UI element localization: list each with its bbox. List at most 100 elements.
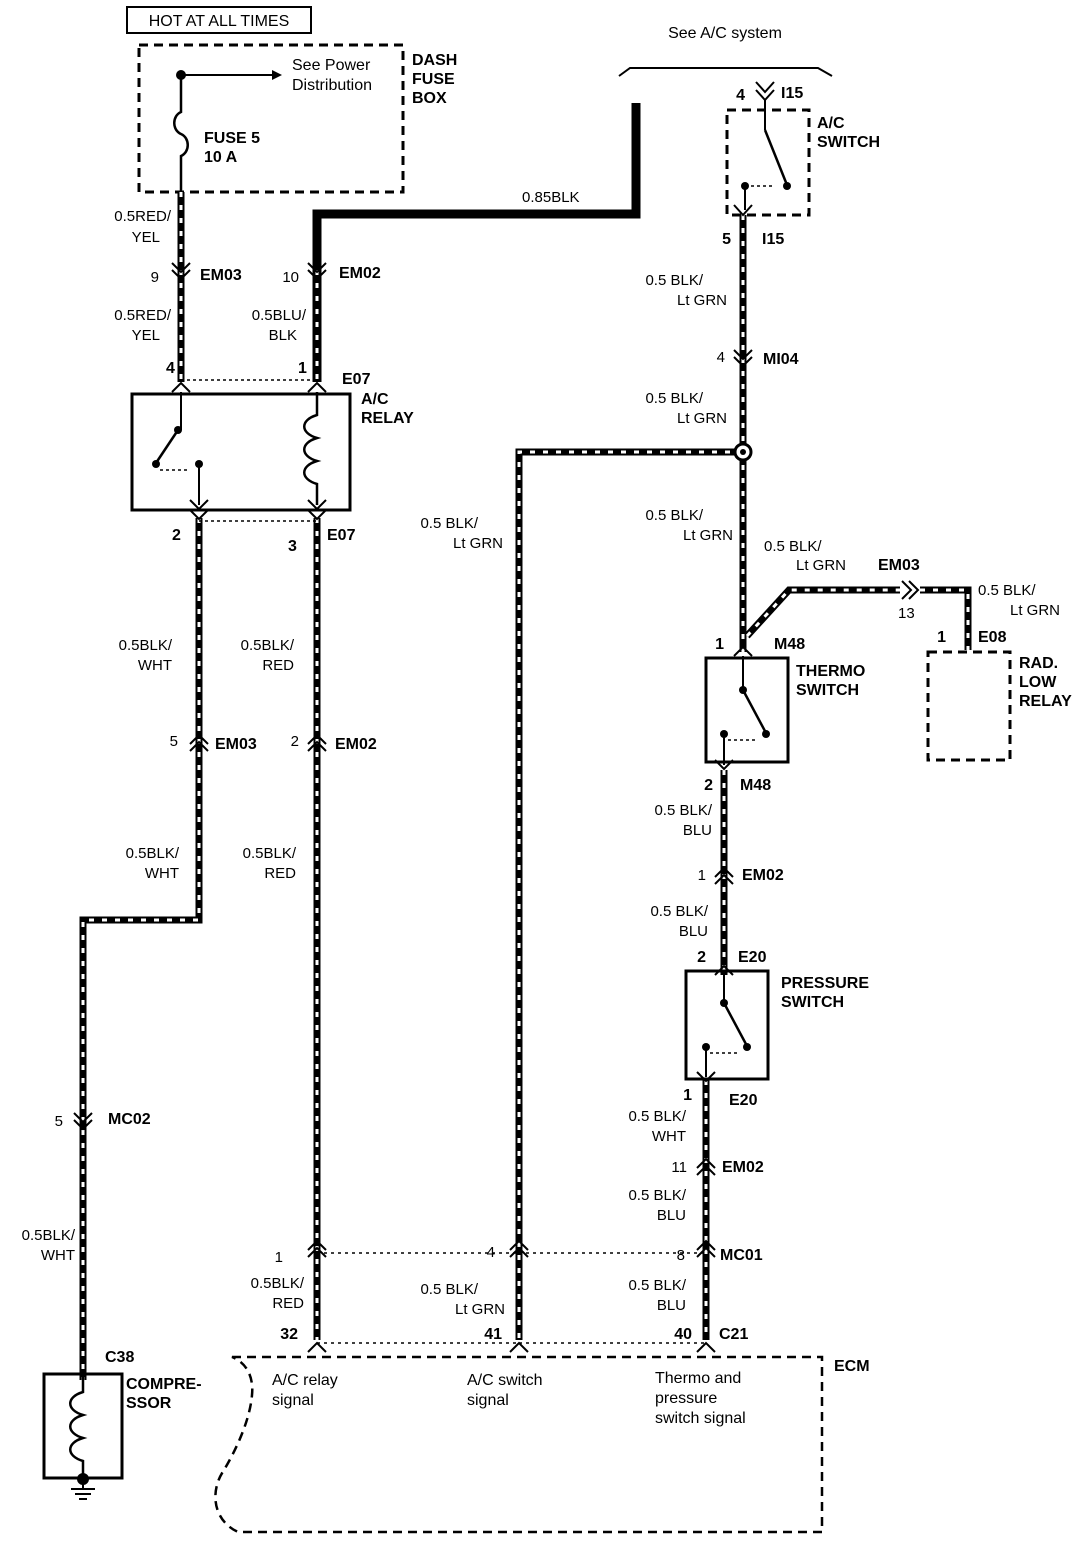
- svg-text:pressure: pressure: [655, 1390, 717, 1407]
- compressor-coil: [69, 1374, 88, 1478]
- ac-switch-top-terminal: [755, 81, 775, 102]
- splice-junction-dot: [740, 449, 746, 455]
- svg-text:A/C: A/C: [817, 115, 845, 132]
- svg-text:EM02: EM02: [742, 867, 784, 884]
- svg-text:RELAY: RELAY: [1019, 693, 1072, 710]
- svg-text:EM02: EM02: [335, 736, 377, 753]
- svg-text:SWITCH: SWITCH: [817, 134, 880, 151]
- dash-fuse-box: [137, 43, 405, 194]
- svg-text:LOW: LOW: [1019, 674, 1057, 691]
- ac-relay-contact: [154, 429, 180, 464]
- svg-text:0.5 BLK/: 0.5 BLK/: [420, 515, 478, 532]
- ac-switch-contact: [763, 129, 789, 186]
- svg-text:RED: RED: [264, 865, 296, 882]
- svg-text:EM02: EM02: [339, 265, 381, 282]
- svg-text:0.85BLK: 0.85BLK: [522, 189, 580, 206]
- svg-text:SSOR: SSOR: [126, 1395, 172, 1412]
- svg-text:0.5BLK/: 0.5BLK/: [126, 845, 180, 862]
- svg-text:1: 1: [275, 1249, 283, 1266]
- svg-text:BLU: BLU: [657, 1207, 686, 1224]
- fuse-5-label: FUSE 5 10 A: [204, 130, 260, 166]
- thermo-conn-top: M48: [774, 636, 805, 653]
- svg-text:MC02: MC02: [108, 1111, 151, 1128]
- svg-text:0.5BLK/: 0.5BLK/: [119, 637, 173, 654]
- svg-text:Lt GRN: Lt GRN: [796, 557, 846, 574]
- svg-text:YEL: YEL: [132, 229, 160, 246]
- pressure-conn-bottom: E20: [729, 1092, 758, 1109]
- svg-text:4: 4: [717, 349, 725, 366]
- svg-text:WHT: WHT: [41, 1247, 75, 1264]
- svg-text:13: 13: [898, 605, 915, 622]
- svg-text:0.5 BLK/: 0.5 BLK/: [628, 1108, 686, 1125]
- svg-text:0.5 BLK/: 0.5 BLK/: [645, 507, 703, 524]
- pressure-pin-bottom: 1: [683, 1087, 692, 1104]
- svg-text:FUSE 5: FUSE 5: [204, 130, 260, 147]
- svg-text:8: 8: [677, 1247, 685, 1264]
- ac-relay: [130, 392, 352, 512]
- ecm-ac-switch-signal: A/C switch signal: [467, 1372, 543, 1409]
- svg-text:EM03: EM03: [215, 736, 257, 753]
- svg-text:Lt GRN: Lt GRN: [683, 527, 733, 544]
- see-ac-system-label: See A/C system: [668, 25, 782, 42]
- ecm-label: ECM: [834, 1358, 870, 1375]
- thermo-switch-contact: [741, 689, 768, 734]
- svg-text:0.5 BLK/: 0.5 BLK/: [628, 1187, 686, 1204]
- svg-text:0.5 BLK/: 0.5 BLK/: [650, 903, 708, 920]
- svg-text:0.5 BLK/: 0.5 BLK/: [420, 1281, 478, 1298]
- ecm-thermo-pressure-signal: Thermo and pressure switch signal: [655, 1370, 746, 1427]
- svg-text:0.5BLK/: 0.5BLK/: [251, 1275, 305, 1292]
- svg-text:COMPRE-: COMPRE-: [126, 1376, 202, 1393]
- svg-text:BLU: BLU: [679, 923, 708, 940]
- pressure-conn-top: E20: [738, 949, 767, 966]
- svg-text:EM03: EM03: [200, 267, 242, 284]
- svg-text:DASH: DASH: [412, 52, 457, 69]
- svg-text:EM02: EM02: [722, 1159, 764, 1176]
- ac-switch-conn-bottom: I15: [762, 231, 784, 248]
- svg-text:0.5 BLK/: 0.5 BLK/: [645, 390, 703, 407]
- svg-text:Lt GRN: Lt GRN: [1010, 602, 1060, 619]
- dash-fuse-box-label: DASH FUSE BOX: [412, 52, 457, 107]
- svg-text:RED: RED: [262, 657, 294, 674]
- rad-relay-conn: E08: [978, 629, 1007, 646]
- svg-text:Lt GRN: Lt GRN: [677, 410, 727, 427]
- svg-text:YEL: YEL: [132, 327, 160, 344]
- rad-relay-pin: 1: [937, 629, 946, 646]
- svg-text:EM03: EM03: [878, 557, 920, 574]
- svg-text:0.5 BLK/: 0.5 BLK/: [654, 802, 712, 819]
- svg-text:Lt GRN: Lt GRN: [453, 535, 503, 552]
- svg-text:signal: signal: [272, 1392, 314, 1409]
- wires: [79, 103, 972, 1380]
- ground-icon: [71, 1479, 95, 1500]
- svg-text:THERMO: THERMO: [796, 663, 865, 680]
- thermo-conn-bottom: M48: [740, 777, 771, 794]
- svg-text:A/C relay: A/C relay: [272, 1372, 338, 1389]
- ecm-outline: [214, 1355, 824, 1534]
- svg-text:Thermo and: Thermo and: [655, 1370, 741, 1387]
- svg-text:PRESSURE: PRESSURE: [781, 975, 869, 992]
- ac-relay-coil: [303, 392, 322, 505]
- wire-labels: 0.5RED/ YEL 0.5RED/ YEL 0.85BLK 0.5BLU/ …: [22, 189, 1060, 1318]
- svg-text:Distribution: Distribution: [292, 77, 372, 94]
- svg-text:4: 4: [487, 1244, 495, 1261]
- ecm-pin-40: 40: [674, 1326, 692, 1343]
- svg-text:Lt GRN: Lt GRN: [677, 292, 727, 309]
- connector-chevrons: [73, 262, 920, 1258]
- ac-relay-label: A/C RELAY: [361, 391, 414, 427]
- pressure-switch-contact: [722, 1002, 749, 1047]
- svg-text:0.5BLK/: 0.5BLK/: [243, 845, 297, 862]
- ac-system-bracket: [618, 67, 833, 77]
- pressure-switch: [684, 969, 770, 1081]
- ac-relay-pin-4: 4: [166, 360, 175, 377]
- ac-switch: [725, 108, 811, 217]
- ecm-pin-41: 41: [484, 1326, 502, 1343]
- svg-text:0.5 BLK/: 0.5 BLK/: [628, 1277, 686, 1294]
- ac-relay-pin-1: 1: [298, 360, 307, 377]
- ac-switch-pin-top: 4: [736, 87, 745, 104]
- svg-text:2: 2: [291, 733, 299, 750]
- ecm-conn: C21: [719, 1326, 748, 1343]
- thermo-switch: [704, 656, 790, 764]
- svg-text:SWITCH: SWITCH: [781, 994, 844, 1011]
- svg-text:0.5BLU/: 0.5BLU/: [252, 307, 307, 324]
- thermo-pin-top: 1: [715, 636, 724, 653]
